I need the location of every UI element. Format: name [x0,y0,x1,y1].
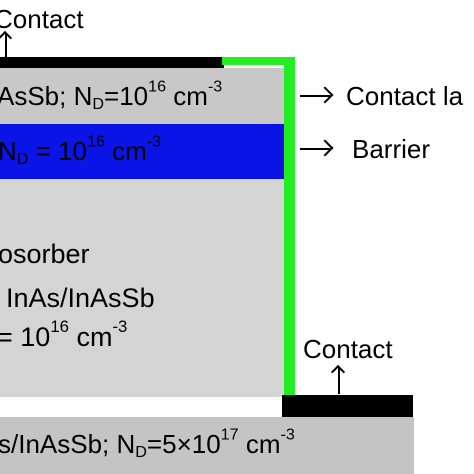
substrate-layer: s/InAsSb; ND=5×1017 cm-3 [0,417,414,474]
barrier-text: ND = 1016 cm-3 [0,132,162,169]
absorber-line3: = 1016 cm-3 [0,316,128,352]
absorber-layer: osorber InAs/InAsSb = 1016 cm-3 [0,179,284,397]
top-metal-contact [0,57,224,68]
top-contact-arrow [5,34,7,58]
passivation-top [222,57,295,65]
barrier-layer: ND = 1016 cm-3 [0,124,284,179]
passivation-side [284,57,295,397]
contact-layer-arrow [300,95,330,97]
absorber-line2: InAs/InAsSb [6,283,155,313]
right-contact-label: Contact [303,334,393,364]
substrate-text: s/InAsSb; ND=5×1017 cm-3 [0,425,295,462]
contact-layer-label: Contact la [346,81,464,111]
barrier-arrow [300,148,330,150]
right-contact-arrow [338,368,340,394]
top-contact-label: Contact [0,4,84,34]
contact-layer: AsSb; ND=1016 cm-3 [0,68,284,124]
absorber-line1: osorber [0,239,90,269]
barrier-label: Barrier [352,134,431,164]
contact-layer-text: AsSb; ND=1016 cm-3 [0,77,223,114]
bottom-metal-contact [282,395,413,417]
